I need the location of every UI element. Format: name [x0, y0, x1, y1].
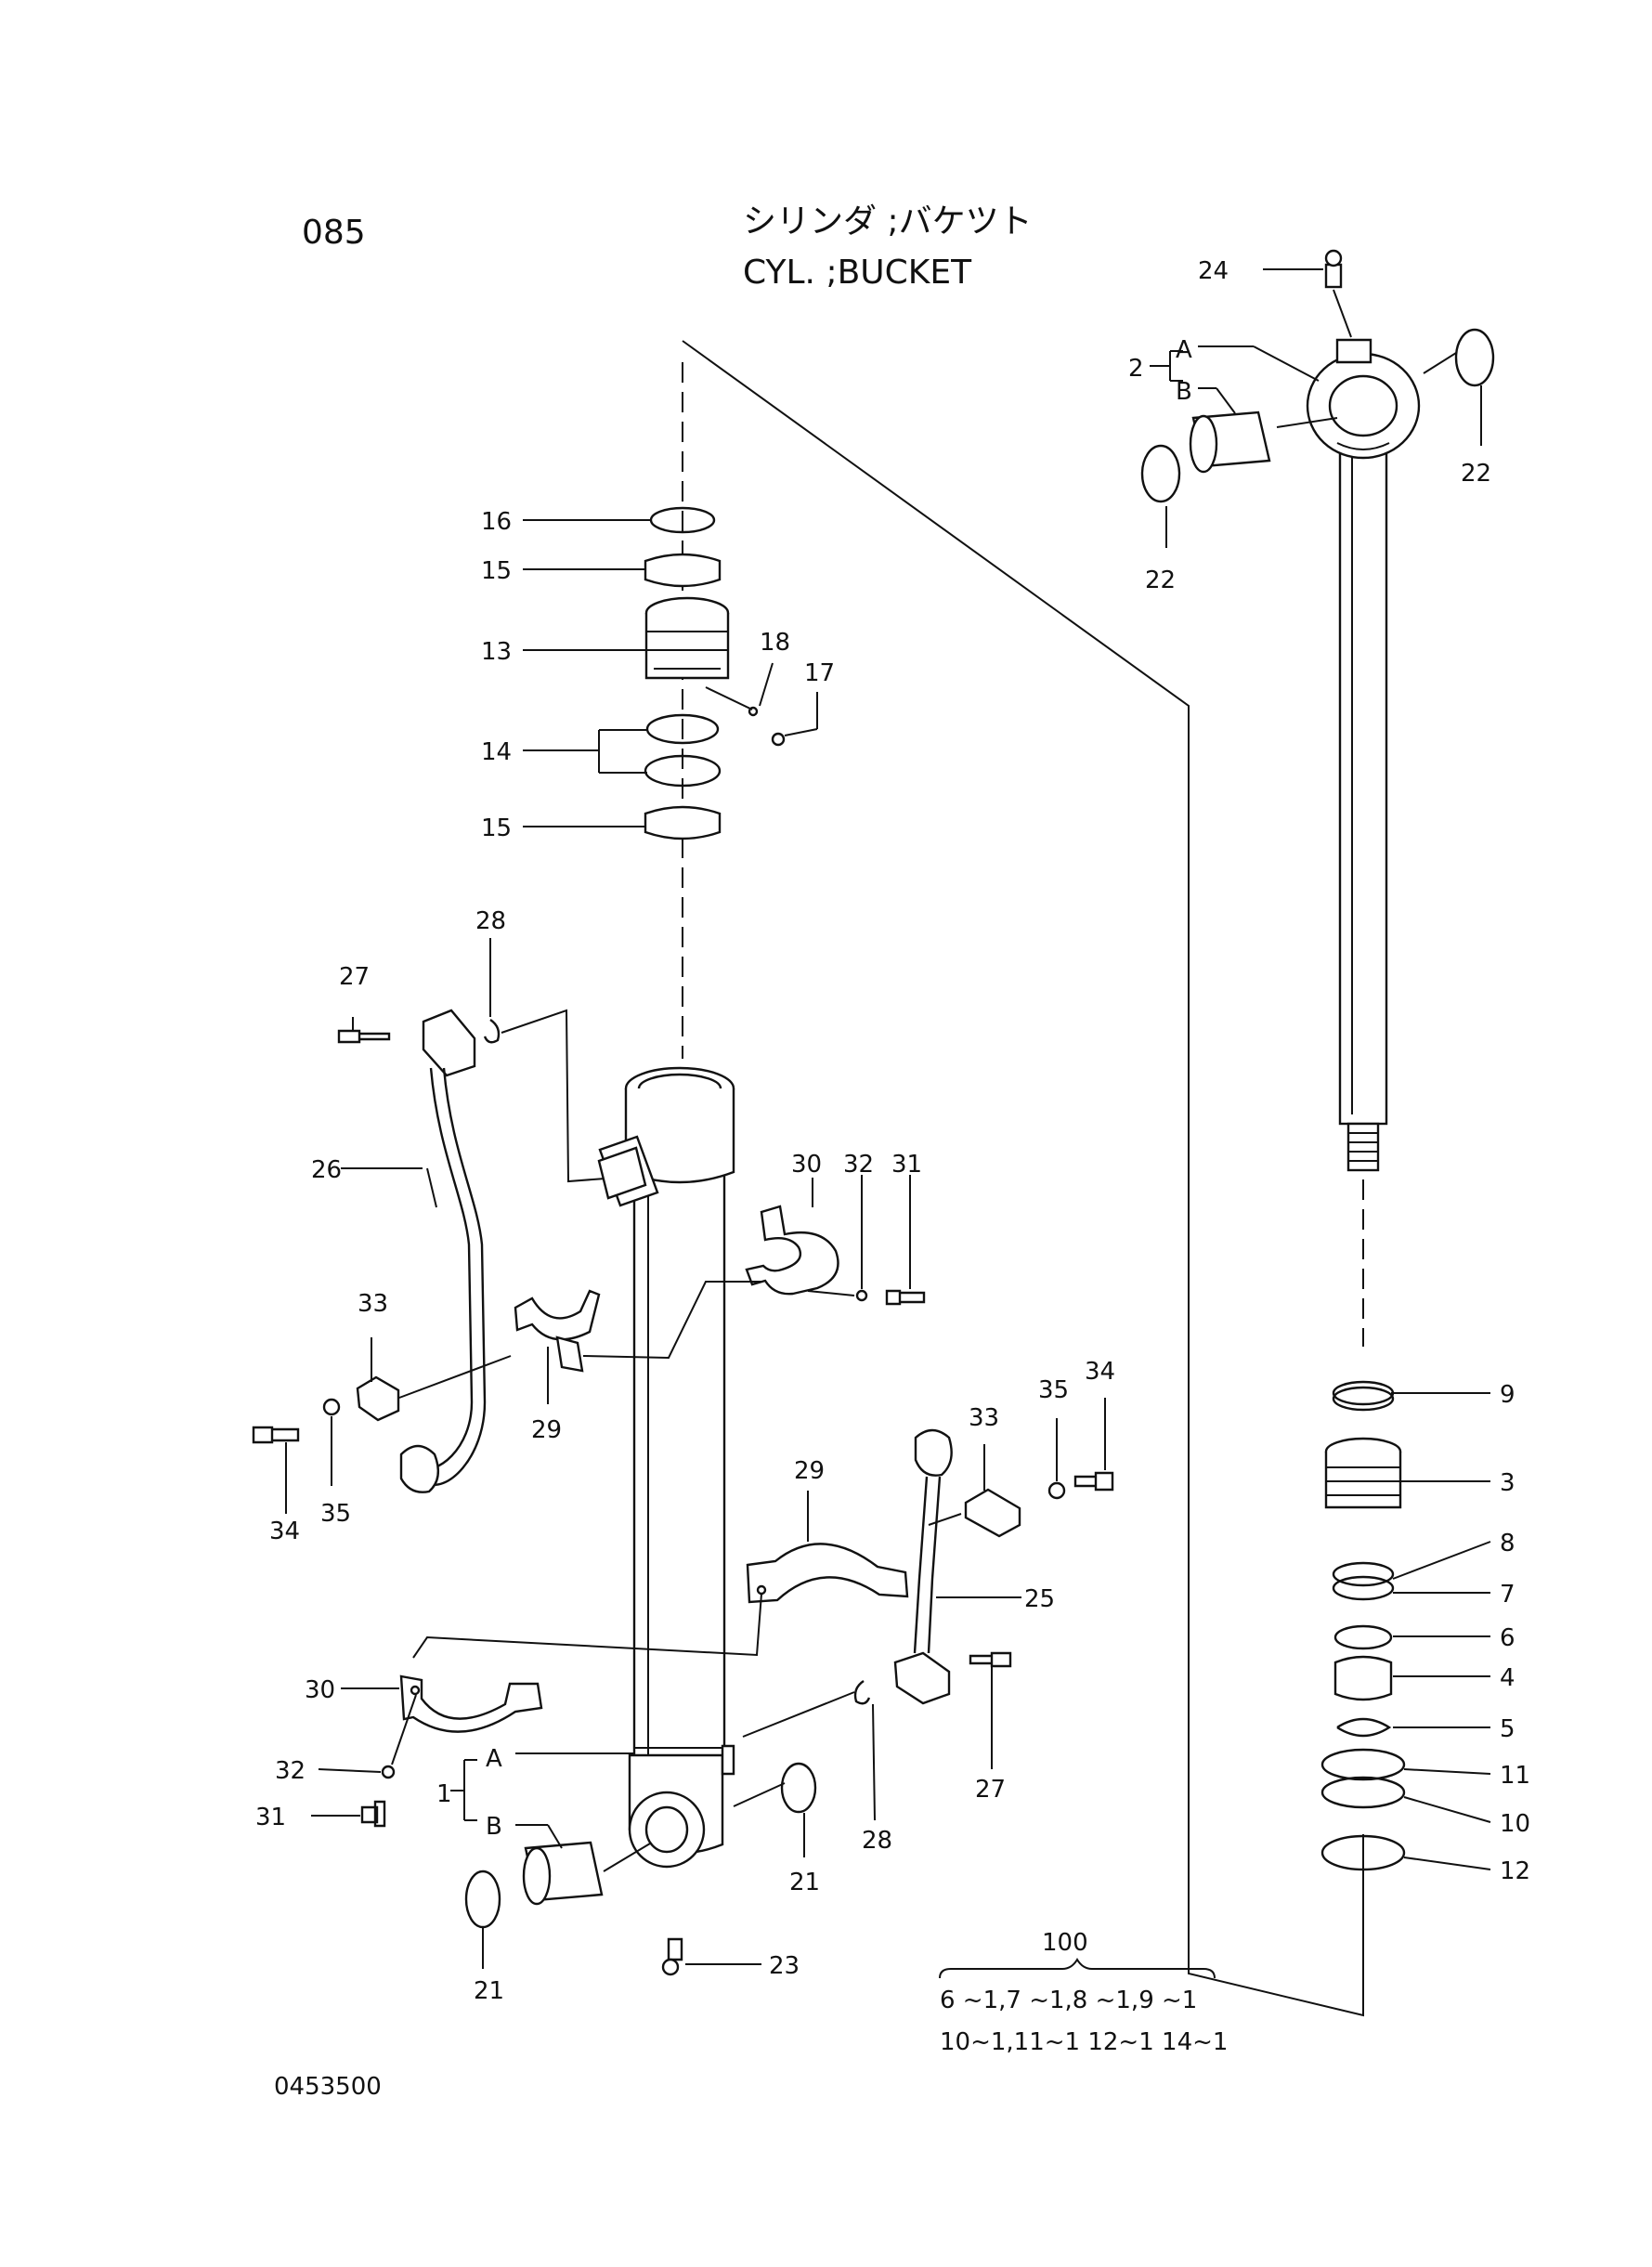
kit-number: 100	[1042, 1929, 1088, 1957]
callout-24: 24	[1198, 257, 1229, 285]
callout-30-bottom: 30	[305, 1676, 335, 1704]
callout-6: 6	[1500, 1624, 1515, 1652]
callout-26: 26	[311, 1156, 342, 1184]
callout-33-right: 33	[969, 1404, 999, 1432]
hydraulic-pipe-lower-drawing	[893, 1428, 953, 1705]
bushing-drawing	[1189, 410, 1271, 474]
callout-29-top: 29	[531, 1416, 562, 1444]
pipe-clamp-30-upper-drawing	[745, 1205, 839, 1296]
callout-labels: 24 2 A B 22 22 16 15 13 18 17 14 15 28 2…	[255, 257, 1530, 2005]
callout-21-right: 21	[789, 1869, 820, 1896]
callout-5: 5	[1500, 1715, 1515, 1743]
callout-4: 4	[1500, 1664, 1515, 1692]
callout-2B: B	[1176, 378, 1192, 406]
callout-1B: B	[486, 1813, 502, 1841]
piston-rod-drawing	[1306, 338, 1421, 1172]
callout-22-right: 22	[1461, 460, 1491, 488]
callout-28-bottom: 28	[862, 1827, 892, 1855]
callout-3: 3	[1500, 1469, 1515, 1497]
callout-18: 18	[760, 629, 790, 657]
callout-12: 12	[1500, 1857, 1530, 1885]
callout-34-left: 34	[269, 1518, 300, 1545]
kit-line-1: 6 ~1,7 ~1,8 ~1,9 ~1	[940, 1987, 1197, 2014]
callout-28-top: 28	[475, 907, 506, 935]
callout-32-top: 32	[843, 1151, 874, 1179]
callout-33-left: 33	[358, 1290, 388, 1318]
callout-10: 10	[1500, 1810, 1530, 1838]
callout-29-bottom: 29	[794, 1457, 825, 1485]
bolt-drawing	[337, 1029, 391, 1044]
grease-fitting-drawing	[1324, 249, 1343, 289]
seal-ring-drawing	[1140, 444, 1181, 503]
pipe-clamp-drawing	[514, 1289, 601, 1373]
title-english: CYL. ;BUCKET	[743, 254, 972, 292]
callout-8: 8	[1500, 1530, 1515, 1557]
callout-15-top: 15	[481, 557, 512, 585]
callout-31-top: 31	[891, 1151, 922, 1179]
assembly-line	[682, 340, 1364, 2017]
callout-1: 1	[436, 1780, 452, 1808]
grease-fitting-bottom-drawing	[661, 1937, 683, 1976]
callout-17: 17	[804, 659, 835, 687]
callout-21-left: 21	[474, 1977, 504, 2005]
callout-35-left: 35	[320, 1500, 351, 1528]
page-number: 085	[302, 214, 366, 252]
callout-1A: A	[486, 1745, 502, 1773]
callout-7: 7	[1500, 1581, 1515, 1609]
pipe-clamp-lower-drawing	[746, 1543, 909, 1604]
bushing-bottom-drawing	[522, 1841, 604, 1906]
callout-34-right: 34	[1085, 1358, 1115, 1386]
callout-14: 14	[481, 738, 512, 766]
callout-2: 2	[1128, 355, 1144, 383]
callout-30-top: 30	[791, 1151, 822, 1179]
callout-23: 23	[769, 1952, 800, 1980]
callout-16: 16	[481, 508, 512, 536]
callout-13: 13	[481, 638, 512, 666]
drawing-number: 0453500	[274, 2073, 382, 2101]
callout-11: 11	[1500, 1762, 1530, 1790]
gland-drawing	[644, 596, 730, 680]
callout-15-bottom: 15	[481, 814, 512, 842]
piston-drawing	[1324, 1437, 1402, 1509]
pipe-clamp-30-lower-drawing	[399, 1674, 543, 1733]
callout-32-bottom: 32	[275, 1757, 306, 1785]
hydraulic-cylinder-tube-drawing	[598, 1066, 735, 1869]
callout-2A: A	[1176, 336, 1192, 364]
callout-9: 9	[1500, 1381, 1515, 1409]
callout-25: 25	[1024, 1585, 1055, 1613]
callout-22-left: 22	[1145, 567, 1176, 594]
flange-upper-drawing	[597, 1146, 647, 1200]
callout-27-bottom: 27	[975, 1776, 1006, 1804]
callout-27-top: 27	[339, 963, 370, 991]
callout-31-bottom: 31	[255, 1804, 286, 1831]
kit-line-2: 10~1,11~1 12~1 14~1	[940, 2028, 1228, 2056]
callout-35-right: 35	[1038, 1376, 1069, 1404]
kit-brace	[939, 1958, 1216, 1979]
title-japanese: シリンダ ;バケツト	[743, 202, 1033, 241]
hydraulic-pipe-drawing	[399, 1009, 487, 1493]
